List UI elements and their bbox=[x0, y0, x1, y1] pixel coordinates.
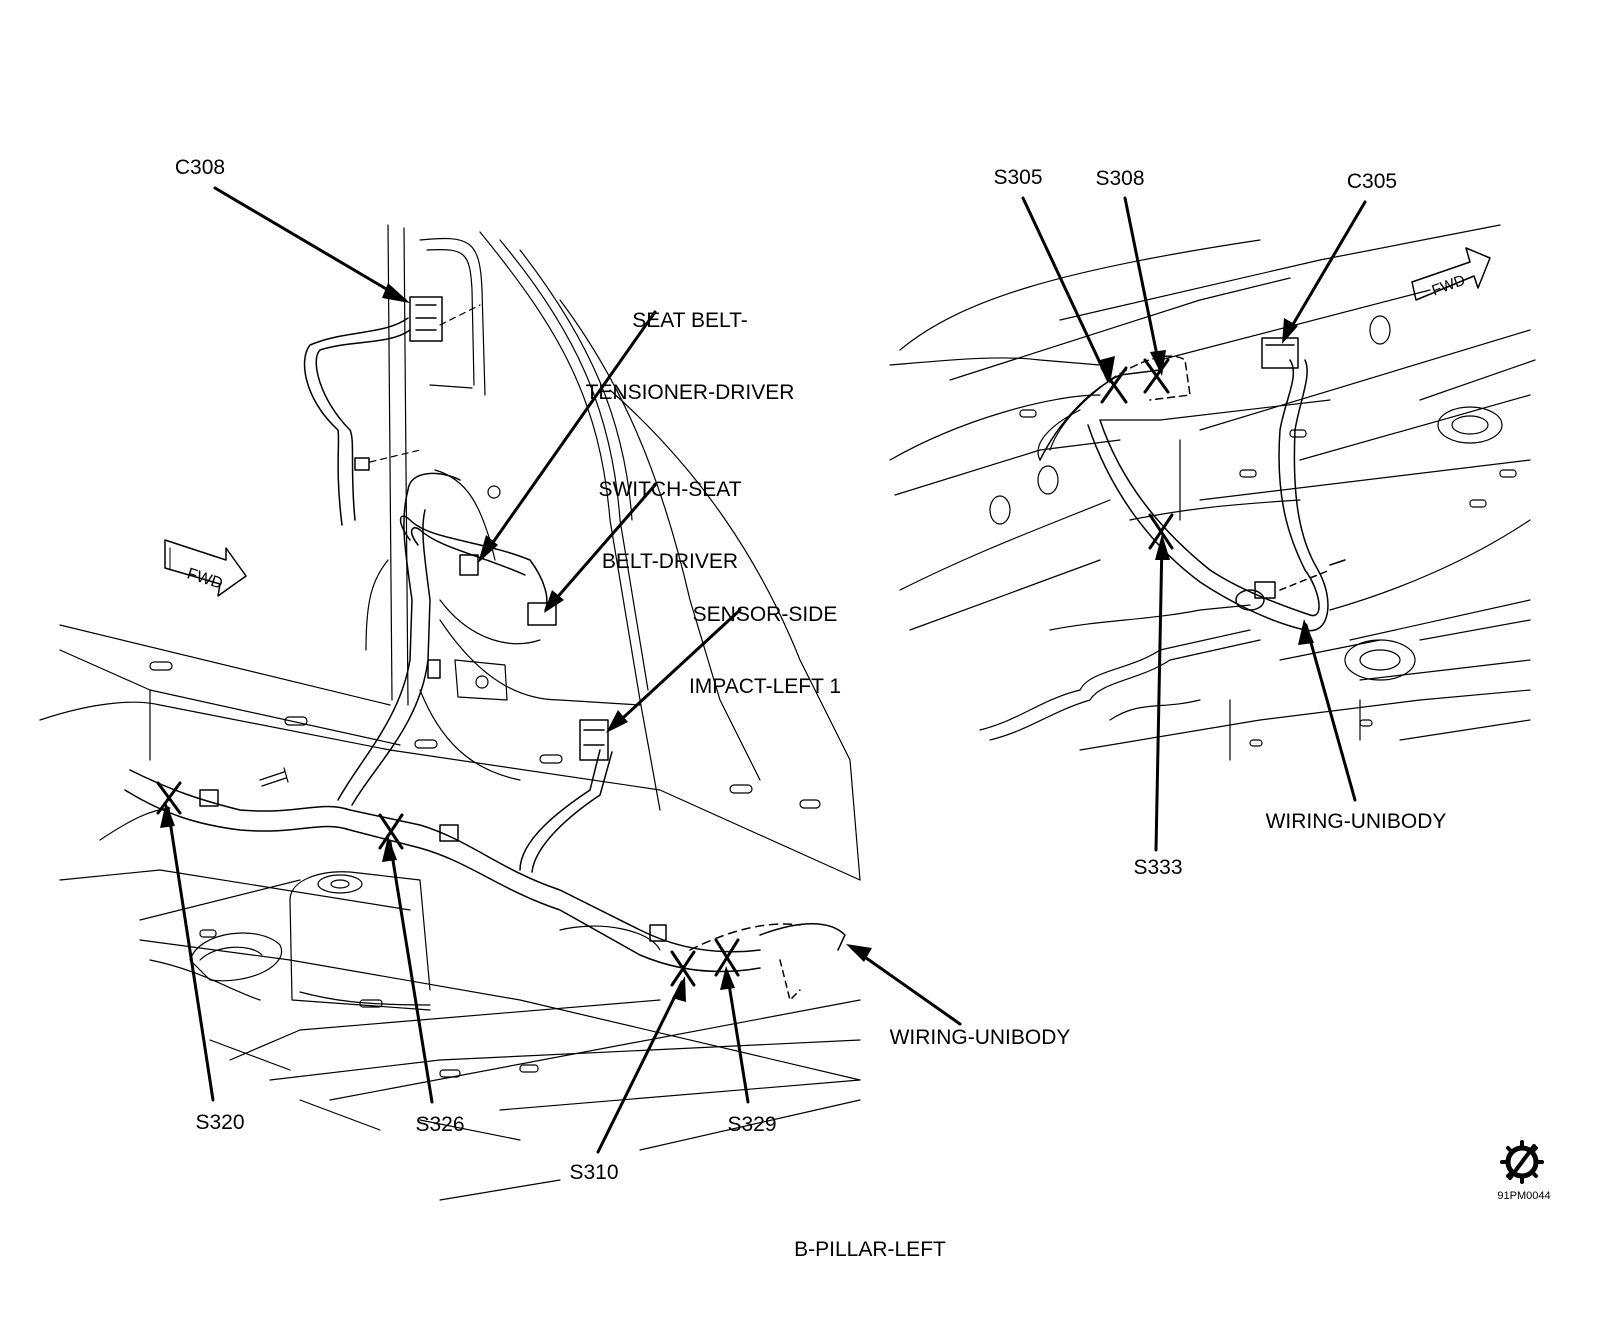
right-body-structure bbox=[889, 224, 1536, 761]
label-s326: S326 bbox=[415, 1113, 465, 1136]
label-s320: S320 bbox=[195, 1111, 245, 1134]
label-c308: C308 bbox=[174, 156, 226, 179]
label-seat-belt-tensioner-line2: TENSIONER-DRIVER bbox=[585, 381, 795, 404]
label-sensor-side-impact: SENSOR-SIDE IMPACT-LEFT 1 bbox=[675, 555, 855, 723]
label-sensor-side-impact-line1: SENSOR-SIDE bbox=[692, 603, 838, 626]
leader-s326 bbox=[388, 840, 434, 1104]
label-wiring-unibody-right: WIRING-UNIBODY bbox=[1265, 810, 1447, 833]
label-s310: S310 bbox=[569, 1161, 619, 1184]
leader-wiring-unibody-right bbox=[1304, 623, 1357, 802]
leader-switch-seat-belt bbox=[546, 483, 657, 610]
label-s305: S305 bbox=[993, 166, 1043, 189]
leader-s310 bbox=[596, 980, 684, 1154]
switch-seat-belt-connector bbox=[527, 602, 557, 626]
leader-sensor-side-impact bbox=[610, 608, 742, 730]
splice-s326-marker bbox=[378, 813, 404, 850]
label-switch-seat-belt: SWITCH-SEAT BELT-DRIVER bbox=[590, 430, 750, 598]
label-s329: S329 bbox=[727, 1113, 777, 1136]
leader-c308 bbox=[213, 186, 407, 302]
splice-s308-marker bbox=[1143, 358, 1170, 394]
leader-s329 bbox=[725, 970, 750, 1104]
label-c305: C305 bbox=[1346, 170, 1398, 193]
label-switch-seat-belt-line1: SWITCH-SEAT bbox=[598, 478, 742, 501]
label-sensor-side-impact-line2: IMPACT-LEFT 1 bbox=[688, 675, 842, 698]
label-wiring-unibody-left: WIRING-UNIBODY bbox=[889, 1026, 1071, 1049]
label-s308: S308 bbox=[1095, 167, 1145, 190]
fwd-arrow-right bbox=[1411, 247, 1491, 301]
label-s333: S333 bbox=[1133, 856, 1183, 879]
splice-s310-marker bbox=[670, 950, 696, 987]
splice-s320-marker bbox=[156, 781, 182, 815]
leader-c305 bbox=[1283, 200, 1367, 340]
leader-s308 bbox=[1123, 196, 1162, 372]
fwd-arrow-left-label: FWD bbox=[185, 565, 225, 592]
c305-connector bbox=[1261, 337, 1299, 369]
leader-seat-belt-tensioner bbox=[480, 310, 657, 560]
splice-s329-marker bbox=[714, 938, 740, 977]
right-harness bbox=[1039, 355, 1346, 632]
c308-connector bbox=[409, 296, 443, 342]
sensor-side-impact-connector bbox=[579, 719, 609, 761]
splice-s333-marker bbox=[1148, 513, 1174, 550]
leader-arrowheads bbox=[160, 283, 1314, 1002]
manufacturer-gear-logo bbox=[1500, 1140, 1544, 1184]
leader-s333 bbox=[1154, 538, 1164, 852]
label-seat-belt-tensioner: SEAT BELT- TENSIONER-DRIVER bbox=[585, 261, 795, 429]
left-harness bbox=[124, 304, 846, 1001]
leader-s320 bbox=[166, 806, 215, 1102]
figure-code: 91PM0044 bbox=[1497, 1190, 1551, 1202]
leader-wiring-unibody-left bbox=[850, 946, 962, 1026]
leader-lines bbox=[166, 186, 1367, 1154]
label-switch-seat-belt-line2: BELT-DRIVER bbox=[601, 550, 739, 573]
fwd-arrow-left bbox=[164, 539, 247, 597]
left-body-structure bbox=[39, 224, 861, 1201]
fwd-arrow-right-label: FWD bbox=[1430, 272, 1468, 300]
diagram-title: B-PILLAR-LEFT bbox=[794, 1238, 946, 1261]
label-seat-belt-tensioner-line1: SEAT BELT- bbox=[632, 309, 748, 332]
seat-belt-tensioner-connector bbox=[459, 554, 479, 576]
leader-s305 bbox=[1021, 196, 1110, 382]
